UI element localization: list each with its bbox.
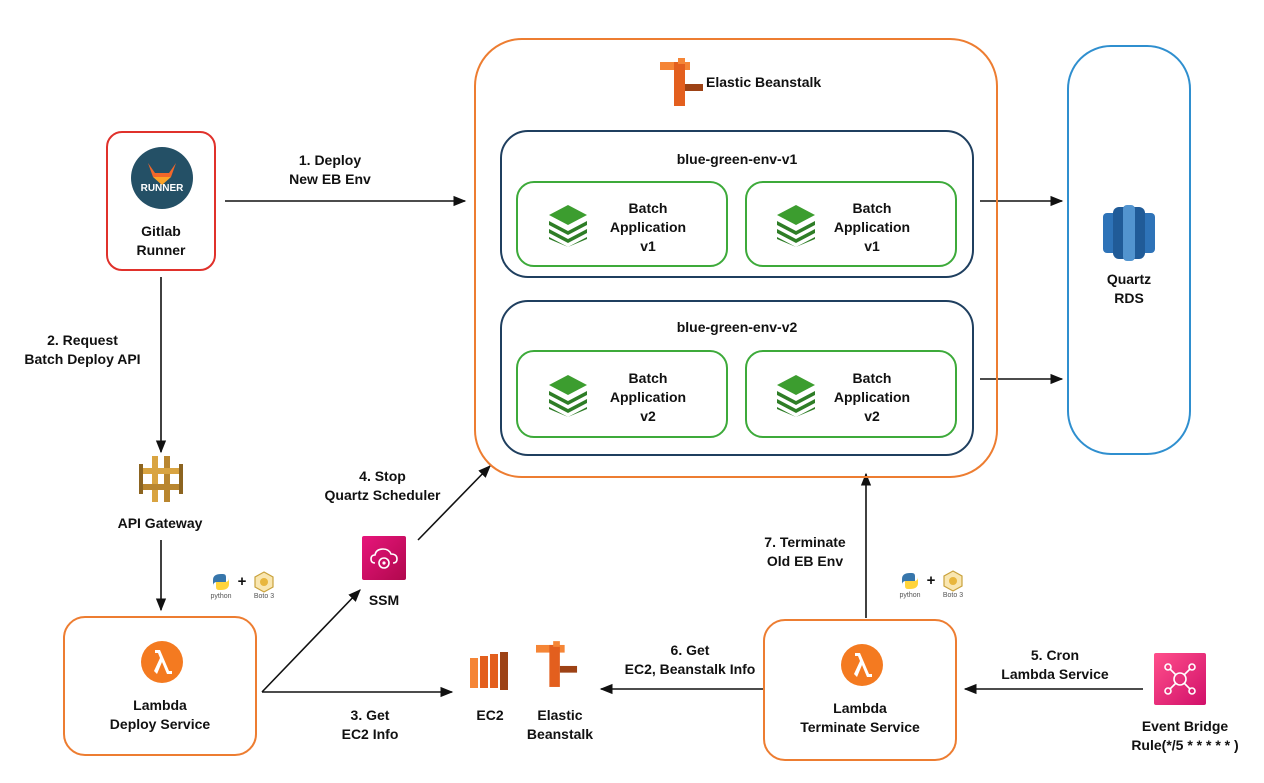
rds-database-icon bbox=[1103, 205, 1155, 261]
plus-sign: + bbox=[237, 573, 247, 590]
arrow-lambda-to-ssm bbox=[261, 589, 361, 693]
boto-text: Boto 3 bbox=[253, 593, 275, 600]
lambda-deploy-box: Lambda Deploy Service bbox=[63, 616, 257, 756]
gitlab-runner-logo-text: RUNNER bbox=[140, 183, 184, 194]
boto-icon bbox=[254, 571, 274, 593]
lambda-terminate-label: Lambda Terminate Service bbox=[800, 700, 920, 735]
batch-app-label: Batch Application v2 bbox=[609, 370, 687, 424]
batch-stack-icon bbox=[777, 375, 815, 417]
python-text: python bbox=[899, 592, 921, 599]
quartz-rds-label: Quartz RDS bbox=[1106, 271, 1152, 306]
lambda-terminate-box: Lambda Terminate Service bbox=[763, 619, 957, 761]
event-bridge-icon bbox=[1154, 653, 1206, 705]
elastic-beanstalk-title: Elastic Beanstalk bbox=[706, 74, 822, 90]
python-boto-badge-deploy: python + Boto 3 bbox=[206, 571, 278, 605]
arrow-ssm-to-eb bbox=[417, 465, 491, 541]
api-gateway-label: API Gateway bbox=[117, 515, 203, 531]
python-icon bbox=[213, 574, 229, 590]
batch-app-v1-a: Batch Application v1 bbox=[516, 181, 728, 267]
gitlab-runner-box: RUNNER bbox=[106, 131, 216, 271]
batch-app-label: Batch Application v1 bbox=[833, 200, 911, 254]
step-5-label: 5. Cron Lambda Service bbox=[1001, 647, 1109, 682]
batch-stack-icon bbox=[549, 205, 587, 247]
batch-app-label: Batch Application v2 bbox=[833, 370, 911, 424]
lambda-icon bbox=[141, 641, 183, 683]
ssm-icon bbox=[362, 536, 406, 580]
step-3-label: 3. Get EC2 Info bbox=[341, 707, 399, 742]
event-bridge-label: Event Bridge Rule(*/5 * * * * * ) bbox=[1131, 718, 1239, 753]
gitlab-runner-icon: RUNNER bbox=[131, 147, 193, 209]
plus-sign: + bbox=[926, 572, 936, 589]
lambda-icon bbox=[841, 644, 883, 686]
env-v1-label: blue-green-env-v1 bbox=[676, 151, 798, 167]
api-gateway-icon bbox=[139, 456, 183, 502]
step-4-label: 4. Stop Quartz Scheduler bbox=[324, 468, 441, 503]
step-1-label: 1. Deploy New EB Env bbox=[289, 152, 371, 187]
python-text: python bbox=[210, 593, 232, 600]
batch-stack-icon bbox=[549, 375, 587, 417]
python-icon bbox=[902, 573, 918, 589]
lambda-deploy-label: Lambda Deploy Service bbox=[109, 697, 211, 732]
elastic-beanstalk-small-label: Elastic Beanstalk bbox=[526, 707, 594, 742]
gitlab-runner-label: Gitlab Runner bbox=[136, 223, 186, 258]
ssm-label: SSM bbox=[368, 592, 400, 608]
step-2-label: 2. Request Batch Deploy API bbox=[24, 332, 141, 367]
ec2-label: EC2 bbox=[476, 707, 504, 723]
elastic-beanstalk-small-icon bbox=[536, 640, 578, 690]
batch-app-v2-a: Batch Application v2 bbox=[516, 350, 728, 438]
batch-app-v2-b: Batch Application v2 bbox=[745, 350, 957, 438]
step-7-label: 7. Terminate Old EB Env bbox=[764, 534, 846, 569]
elastic-beanstalk-container bbox=[474, 38, 998, 478]
batch-app-v1-b: Batch Application v1 bbox=[745, 181, 957, 267]
env-v2-label: blue-green-env-v2 bbox=[676, 319, 798, 335]
boto-icon bbox=[943, 570, 963, 592]
ec2-icon bbox=[470, 652, 508, 692]
python-boto-badge-terminate: python + Boto 3 bbox=[895, 570, 967, 604]
batch-app-label: Batch Application v1 bbox=[609, 200, 687, 254]
elastic-beanstalk-icon bbox=[660, 58, 704, 108]
boto-text: Boto 3 bbox=[942, 592, 964, 599]
batch-stack-icon bbox=[777, 205, 815, 247]
step-6-label: 6. Get EC2, Beanstalk Info bbox=[624, 642, 756, 677]
